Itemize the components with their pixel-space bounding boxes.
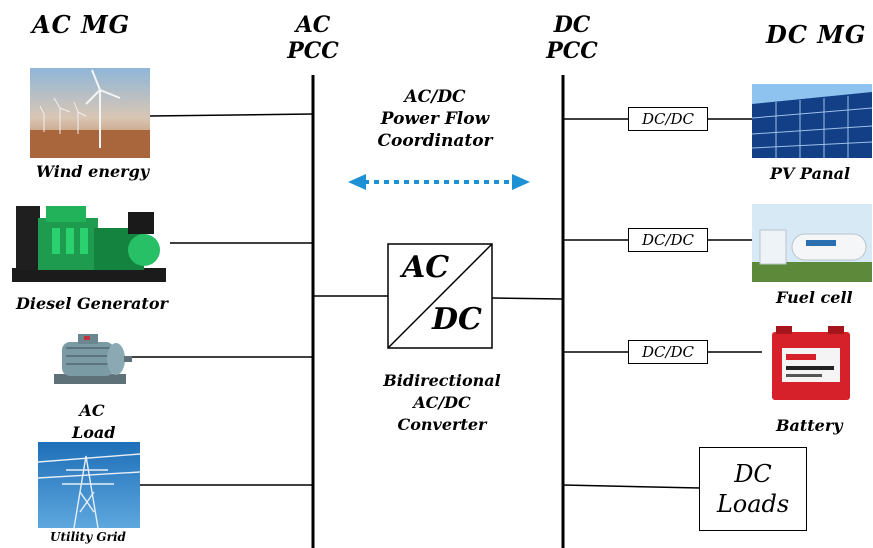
coordinator-line2: Power Flow bbox=[370, 108, 500, 130]
utility-grid-image bbox=[38, 442, 140, 528]
converter-caption: Bidirectional AC/DC Converter bbox=[372, 370, 512, 436]
battery-image bbox=[762, 318, 858, 404]
converter-caption-line2: AC/DC bbox=[372, 392, 512, 414]
wind-turbine-image bbox=[30, 68, 150, 158]
battery-label: Battery bbox=[776, 416, 843, 435]
grid-label: Utility Grid bbox=[50, 530, 126, 544]
pv-panel-image bbox=[752, 84, 872, 158]
dc-pcc-label: DC PCC bbox=[540, 12, 604, 64]
pv-label: PV Panal bbox=[770, 164, 850, 183]
wind-label: Wind energy bbox=[36, 162, 149, 181]
converter-to-dc-line bbox=[492, 298, 563, 299]
wind-feeder bbox=[150, 114, 313, 116]
dc-pcc-line2: PCC bbox=[540, 38, 604, 64]
ac-motor-image bbox=[48, 330, 132, 388]
dc-loads-box: DC Loads bbox=[699, 447, 807, 531]
battery-dcdc-converter: DC/DC bbox=[628, 340, 708, 364]
dc-mg-title: DC MG bbox=[766, 20, 866, 49]
fuel-label: Fuel cell bbox=[776, 288, 853, 307]
converter-caption-line1: Bidirectional bbox=[372, 370, 512, 392]
ac-mg-title: AC MG bbox=[32, 10, 130, 39]
ac-pcc-line2: PCC bbox=[282, 38, 344, 64]
diesel-generator-image bbox=[8, 198, 170, 286]
dc-loads-line1: DC bbox=[734, 459, 772, 489]
ac-load-label: AC Load bbox=[72, 400, 112, 444]
pv-dcdc-converter: DC/DC bbox=[628, 107, 708, 131]
dc-loads-feeder bbox=[563, 485, 700, 488]
coordinator-line3: Coordinator bbox=[370, 130, 500, 152]
dc-loads-line2: Loads bbox=[717, 489, 789, 519]
diesel-label: Diesel Generator bbox=[16, 294, 168, 313]
coordinator-label: AC/DC Power Flow Coordinator bbox=[370, 86, 500, 152]
ac-load-line1: AC bbox=[72, 400, 112, 422]
converter-caption-line3: Converter bbox=[372, 414, 512, 436]
ac-pcc-label: AC PCC bbox=[282, 12, 344, 64]
ac-load-line2: Load bbox=[72, 422, 112, 444]
fuel-cell-image bbox=[752, 204, 872, 282]
fuel-dcdc-converter: DC/DC bbox=[628, 228, 708, 252]
ac-pcc-line1: AC bbox=[282, 12, 344, 38]
dc-pcc-line1: DC bbox=[540, 12, 604, 38]
coordinator-line1: AC/DC bbox=[370, 86, 500, 108]
converter-dc-label: DC bbox=[432, 302, 482, 337]
power-flow-arrow bbox=[348, 174, 530, 190]
converter-ac-label: AC bbox=[402, 250, 449, 285]
